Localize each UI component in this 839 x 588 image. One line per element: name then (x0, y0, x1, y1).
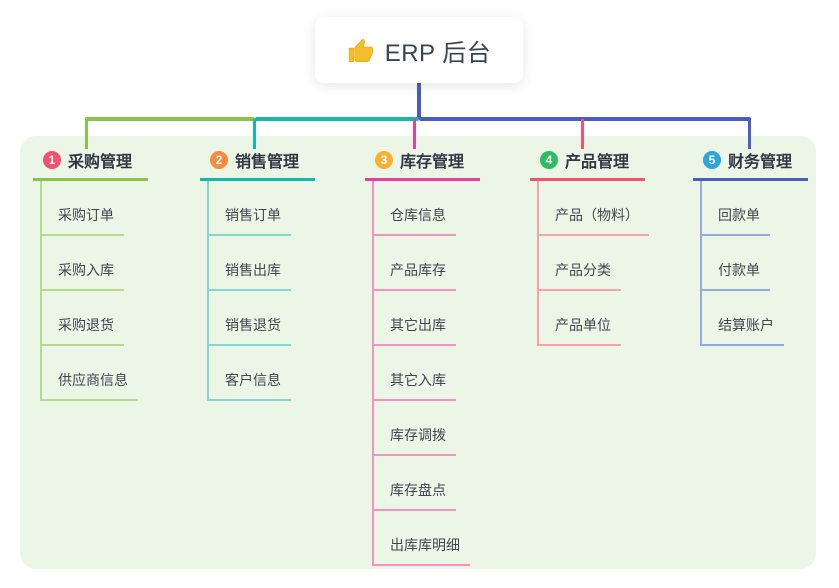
root-node[interactable]: ERP 后台 (315, 17, 523, 83)
node-label: 销售出库 (225, 262, 281, 278)
mindmap-node[interactable]: 其它出库 (374, 291, 456, 346)
node-label: 库存盘点 (390, 482, 446, 498)
mindmap-node[interactable]: 其它入库 (374, 346, 456, 401)
branch-label: 产品管理 (565, 154, 630, 171)
node-label: 仓库信息 (390, 207, 446, 223)
mindmap-node[interactable]: 库存调拨 (374, 401, 456, 456)
node-label: 付款单 (718, 262, 760, 278)
branch-drop-line-3 (413, 119, 416, 149)
branch-number-badge: 3 (375, 151, 393, 169)
mindmap-node[interactable]: 采购退货 (42, 291, 124, 346)
node-label: 产品分类 (555, 262, 611, 278)
branch-item-list: 仓库信息产品库存其它出库其它入库库存调拨库存盘点出库库明细 (372, 181, 480, 566)
mindmap-node[interactable]: 库存盘点 (374, 456, 456, 511)
node-label: 其它出库 (390, 317, 446, 333)
branch-column: 5 财务管理 回款单付款单结算账户 (693, 148, 808, 346)
branch-item-list: 销售订单销售出库销售退货客户信息 (207, 181, 315, 401)
node-label: 客户信息 (225, 372, 281, 388)
mindmap-node[interactable]: 回款单 (702, 181, 770, 236)
mindmap-node[interactable]: 产品（物料） (539, 181, 649, 236)
node-label: 供应商信息 (58, 372, 128, 388)
mindmap-node[interactable]: 采购订单 (42, 181, 124, 236)
mindmap-node[interactable]: 产品库存 (374, 236, 456, 291)
branch-node[interactable]: 3 库存管理 (365, 148, 480, 181)
node-label: 采购订单 (58, 207, 114, 223)
branch-item-list: 采购订单采购入库采购退货供应商信息 (40, 181, 148, 401)
mindmap-node[interactable]: 销售出库 (209, 236, 291, 291)
node-label: 出库库明细 (390, 537, 460, 553)
node-label: 结算账户 (718, 317, 774, 333)
node-label: 产品（物料） (555, 207, 639, 223)
trunk-segment-left (85, 117, 255, 121)
root-stem-line (417, 83, 421, 119)
branch-node[interactable]: 2 销售管理 (200, 148, 315, 181)
branch-node[interactable]: 4 产品管理 (530, 148, 645, 181)
branch-drop-line-4 (581, 119, 584, 149)
mindmap-node[interactable]: 供应商信息 (42, 346, 138, 401)
group-panel (20, 136, 816, 569)
branch-item-list: 产品（物料） 产品分类产品单位 (537, 181, 649, 346)
branch-column: 3 库存管理 仓库信息产品库存其它出库其它入库库存调拨库存盘点出库库明细 (365, 148, 480, 566)
mindmap-node[interactable]: 客户信息 (209, 346, 291, 401)
branch-label: 库存管理 (400, 154, 465, 171)
node-label: 销售订单 (225, 207, 281, 223)
branch-number-badge: 2 (210, 151, 228, 169)
branch-number-badge: 4 (540, 151, 558, 169)
mindmap-node[interactable]: 出库库明细 (374, 511, 470, 566)
branch-node[interactable]: 5 财务管理 (693, 148, 808, 181)
mindmap-node[interactable]: 采购入库 (42, 236, 124, 291)
thumbs-up-icon (347, 38, 374, 65)
node-label: 回款单 (718, 207, 760, 223)
node-label: 采购退货 (58, 317, 114, 333)
node-label: 其它入库 (390, 372, 446, 388)
branch-label: 销售管理 (235, 154, 300, 171)
node-label: 销售退货 (225, 317, 281, 333)
trunk-segment-mid (255, 117, 419, 121)
node-label: 库存调拨 (390, 427, 446, 443)
mindmap-node[interactable]: 仓库信息 (374, 181, 456, 236)
branch-number-badge: 1 (43, 151, 61, 169)
branch-item-list: 回款单付款单结算账户 (700, 181, 808, 346)
branch-drop-line-2 (253, 119, 256, 149)
node-label: 产品库存 (390, 262, 446, 278)
node-label: 采购入库 (58, 262, 114, 278)
branch-drop-line-5 (748, 119, 751, 149)
root-title: ERP 后台 (384, 39, 492, 67)
branch-label: 采购管理 (68, 154, 133, 171)
mindmap-node[interactable]: 结算账户 (702, 291, 784, 346)
branch-column: 4 产品管理 产品（物料） 产品分类产品单位 (530, 148, 649, 346)
mindmap-node[interactable]: 销售订单 (209, 181, 291, 236)
branch-node[interactable]: 1 采购管理 (33, 148, 148, 181)
branch-column: 1 采购管理 采购订单采购入库采购退货供应商信息 (33, 148, 148, 401)
branch-drop-line-1 (85, 119, 88, 149)
mindmap-node[interactable]: 销售退货 (209, 291, 291, 346)
trunk-segment-right (419, 117, 751, 121)
branch-label: 财务管理 (728, 154, 793, 171)
mindmap-node[interactable]: 产品分类 (539, 236, 621, 291)
branch-number-badge: 5 (703, 151, 721, 169)
node-label: 产品单位 (555, 317, 611, 333)
branch-column: 2 销售管理 销售订单销售出库销售退货客户信息 (200, 148, 315, 401)
mindmap-node[interactable]: 付款单 (702, 236, 770, 291)
mindmap-node[interactable]: 产品单位 (539, 291, 621, 346)
